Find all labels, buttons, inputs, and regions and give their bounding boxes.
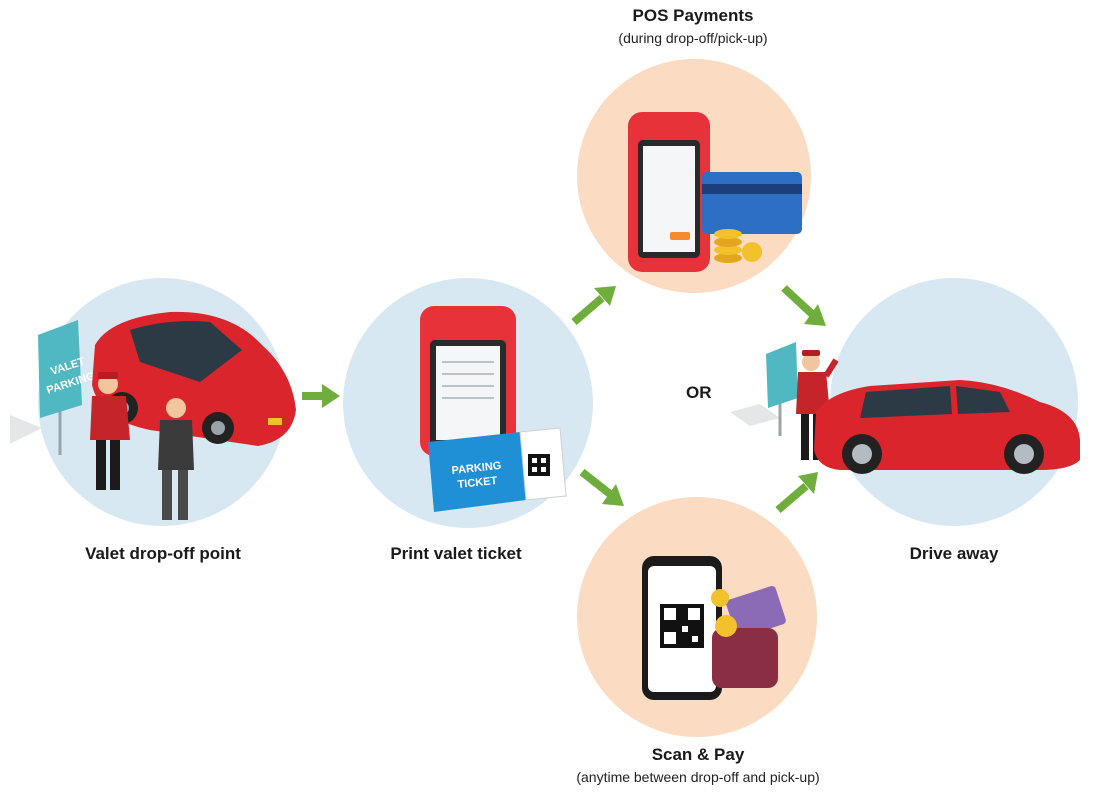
arrow-print-to-pos [571,286,616,326]
arrow-dropoff-to-print [302,384,340,408]
scan-sublabel: (anytime between drop-off and pick-up) [576,769,820,785]
dropoff-label: Valet drop-off point [85,544,241,563]
valet-sign-icon: VALET PARKING [10,320,96,455]
wallet-icon [711,585,786,688]
valet-sign-icon [730,342,798,436]
pos-sublabel: (during drop-off/pick-up) [618,30,768,46]
pos-terminal-icon [628,112,710,272]
valet-attendant-icon [90,372,130,490]
svg-text:TICKET: TICKET [457,475,498,491]
pos-label: POS Payments [632,6,754,25]
svg-text:PARKING: PARKING [451,460,502,477]
smartphone-icon [642,556,722,700]
print-label: Print valet ticket [390,544,522,563]
pos-printer-icon [420,306,516,456]
qr-code-icon [660,604,704,648]
or-label: OR [686,383,712,402]
drive-label: Drive away [909,544,999,563]
parking-ticket-icon: PARKING TICKET [428,427,567,512]
red-car-icon [814,380,1080,474]
scan-label: Scan & Pay [651,745,745,764]
credit-card-icon [702,172,802,234]
arrow-scan-to-drive [775,472,818,514]
arrow-print-to-scan [579,468,624,506]
qr-code-icon [528,454,550,476]
red-car-icon [92,311,296,446]
coins-icon [714,229,762,263]
customer-icon [158,398,194,520]
arrow-pos-to-drive [781,285,826,326]
